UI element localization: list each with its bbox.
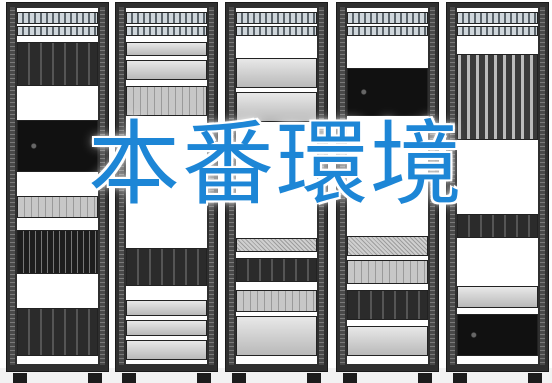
rack-rail: [450, 7, 455, 365]
server-rack-icon: [6, 2, 109, 383]
server-unit: [17, 196, 98, 218]
ups-unit: [457, 314, 538, 356]
server-unit: [236, 92, 317, 122]
server-unit: [17, 42, 98, 86]
storage-array: [126, 248, 207, 286]
server-rack-icon: [446, 2, 549, 383]
network-switch: [457, 12, 538, 24]
network-switch: [457, 26, 538, 36]
network-switch: [17, 12, 98, 24]
rack-rail: [229, 7, 234, 365]
network-switch: [347, 12, 428, 24]
rack-bay: [126, 8, 207, 364]
ups-unit: [17, 308, 98, 356]
storage-array: [457, 54, 538, 140]
server-unit: [126, 320, 207, 336]
server-unit: [347, 260, 428, 284]
server-unit: [126, 42, 207, 56]
rack-foot: [88, 373, 102, 383]
blade-chassis: [17, 230, 98, 274]
server-unit: [236, 316, 317, 356]
rack-foot: [343, 373, 357, 383]
rack-foot: [307, 373, 321, 383]
rack-rail: [119, 7, 124, 365]
server-rack-icon: [336, 2, 439, 383]
network-switch: [347, 26, 428, 36]
rack-foot: [528, 373, 542, 383]
server-unit: [126, 60, 207, 80]
rack-foot: [122, 373, 136, 383]
server-unit: [236, 290, 317, 312]
server-unit: [126, 86, 207, 116]
rack-bay: [457, 8, 538, 364]
rack-rail: [10, 7, 15, 365]
server-unit: [457, 214, 538, 238]
network-switch: [17, 26, 98, 36]
server-rack-icon: [115, 2, 218, 383]
rack-foot: [453, 373, 467, 383]
storage-array: [17, 120, 98, 172]
server-unit: [236, 238, 317, 252]
network-switch: [126, 26, 207, 36]
rack-rail: [100, 7, 105, 365]
rack-bay: [236, 8, 317, 364]
network-switch: [236, 26, 317, 36]
overlay-title: 本番環境: [87, 111, 464, 218]
rack-bay: [17, 8, 98, 364]
rack-rail: [540, 7, 545, 365]
rack-rail: [209, 7, 214, 365]
server-unit: [236, 58, 317, 88]
server-rack-icon: [225, 2, 328, 383]
network-switch: [126, 12, 207, 24]
network-switch: [236, 12, 317, 24]
server-unit: [347, 236, 428, 256]
rack-foot: [418, 373, 432, 383]
rack-foot: [232, 373, 246, 383]
rack-rail: [430, 7, 435, 365]
rack-foot: [13, 373, 27, 383]
server-unit: [236, 258, 317, 282]
server-unit: [347, 290, 428, 320]
rack-foot: [197, 373, 211, 383]
rack-rail: [319, 7, 324, 365]
server-unit: [126, 340, 207, 360]
server-unit: [126, 300, 207, 316]
rack-bay: [347, 8, 428, 364]
server-unit: [347, 326, 428, 356]
rack-rail: [340, 7, 345, 365]
server-unit: [457, 286, 538, 308]
tower-server: [347, 68, 428, 116]
